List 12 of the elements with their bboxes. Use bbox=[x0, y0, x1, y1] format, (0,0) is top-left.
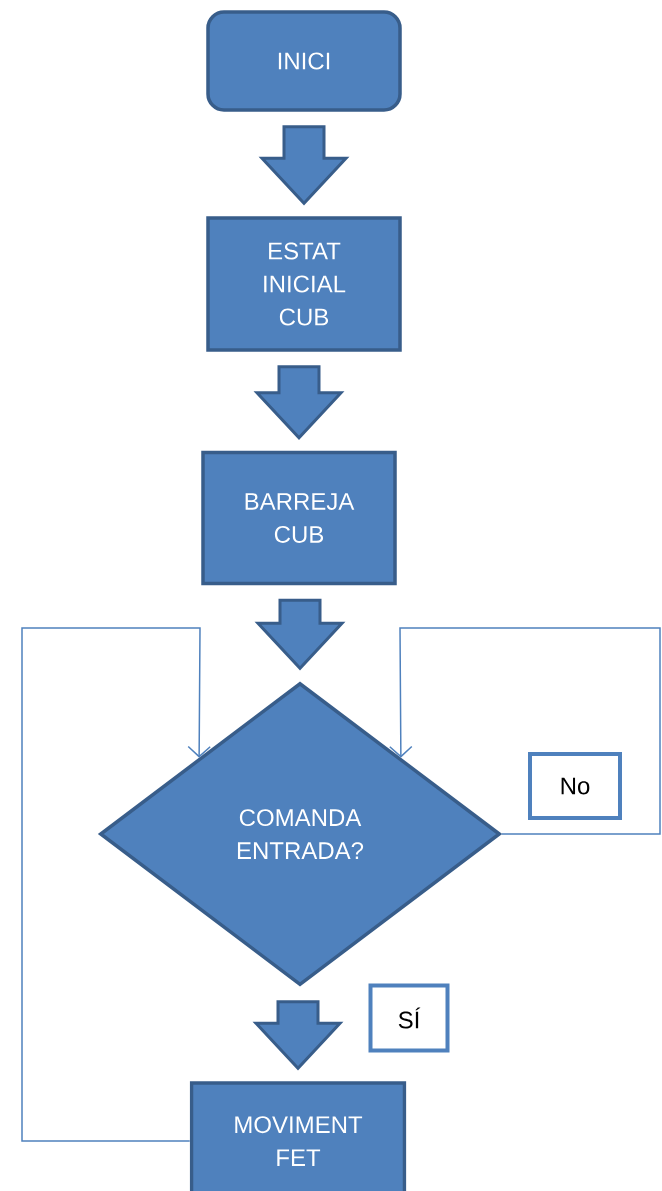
block-arrow bbox=[252, 1000, 344, 1071]
answer-label-box: SÍ bbox=[368, 983, 450, 1053]
block-arrow bbox=[253, 365, 345, 440]
process-box: ESTAT INICIAL CUB bbox=[206, 216, 402, 352]
loop-arrow bbox=[21, 627, 211, 1142]
process-box: MOVIMENT FET bbox=[189, 1081, 407, 1191]
block-arrow bbox=[258, 125, 350, 206]
answer-label-box: No bbox=[528, 752, 622, 820]
process-box: BARREJA CUB bbox=[201, 450, 397, 586]
start-box: INICI bbox=[206, 10, 402, 112]
loop-arrow bbox=[389, 627, 661, 835]
block-arrow bbox=[254, 598, 346, 671]
